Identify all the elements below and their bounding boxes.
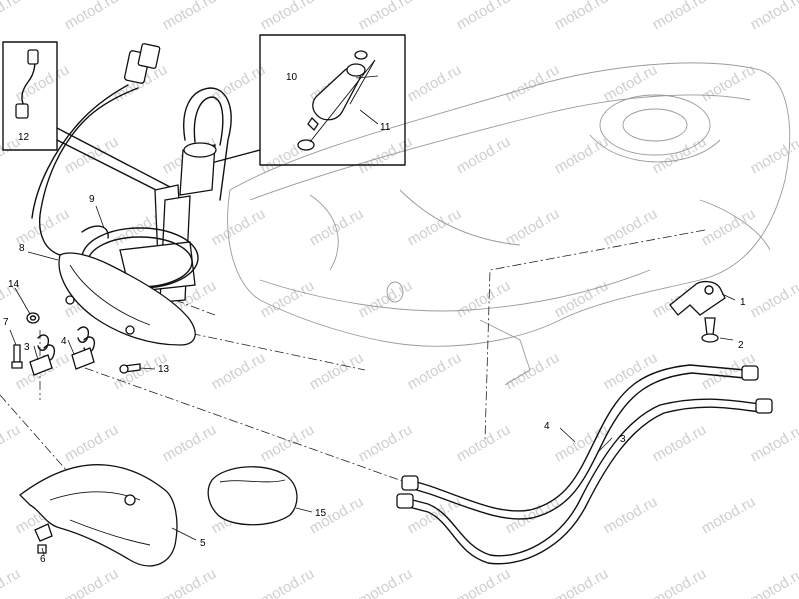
callout-1: 1 xyxy=(740,297,746,308)
watermark-text: motod.ru xyxy=(405,349,465,393)
watermark-text: motod.ru xyxy=(405,205,465,249)
watermark-text: motod.ru xyxy=(650,565,710,599)
watermark-text: motod.ru xyxy=(209,205,269,249)
hose-clamp-and-bolt xyxy=(669,280,726,343)
watermark-text: motod.ru xyxy=(356,565,416,599)
callout-6: 6 xyxy=(40,554,46,565)
guide-lines xyxy=(0,229,706,483)
watermark-text: motod.ru xyxy=(307,349,367,393)
callout-11: 11 xyxy=(380,122,391,133)
inset-leaders xyxy=(56,127,261,193)
callout-9: 9 xyxy=(89,194,95,205)
watermark-text: motod.ru xyxy=(62,421,122,465)
watermark-text: motod.ru xyxy=(258,277,318,321)
watermark-text: motod.ru xyxy=(748,421,799,465)
watermark-text: motod.ru xyxy=(454,133,514,177)
watermark-text: motod.ru xyxy=(356,277,416,321)
watermark-text: motod.ru xyxy=(601,205,661,249)
inset-box-filter xyxy=(259,34,406,166)
fuel-pump-assembly xyxy=(31,43,232,346)
watermark-text: motod.ru xyxy=(356,0,416,33)
fuel-tank-outline xyxy=(227,62,791,386)
watermark-text: motod.ru xyxy=(601,493,661,537)
watermark-text: motod.ru xyxy=(0,0,23,33)
watermark-text: motod.ru xyxy=(160,421,220,465)
watermark-text: motod.ru xyxy=(454,565,514,599)
watermark-text: motod.ru xyxy=(748,277,799,321)
callout-14: 14 xyxy=(8,279,20,290)
watermark-text: motod.ru xyxy=(503,349,563,393)
callout-4: 4 xyxy=(544,421,550,432)
watermark-text: motod.ru xyxy=(454,421,514,465)
callout-7: 7 xyxy=(3,317,9,328)
watermark-text: motod.ru xyxy=(552,133,612,177)
watermark-text: motod.ru xyxy=(258,565,318,599)
watermark-text: motod.ru xyxy=(454,0,514,33)
watermark-text: motod.ru xyxy=(356,133,416,177)
callout-15: 15 xyxy=(315,508,327,519)
watermark-text: motod.ru xyxy=(0,565,23,599)
rubber-pad xyxy=(207,466,298,526)
callout-2: 2 xyxy=(738,340,744,351)
watermark-text: motod.ru xyxy=(62,565,122,599)
watermark-text: motod.ru xyxy=(699,493,759,537)
callout-4b: 4 xyxy=(61,336,67,347)
callout-3b: 3 xyxy=(24,342,30,353)
watermark-text: motod.ru xyxy=(503,205,563,249)
watermark-text: motod.ru xyxy=(454,277,514,321)
callout-3: 3 xyxy=(620,434,626,445)
watermark-text: motod.ru xyxy=(503,61,563,105)
watermark-text: motod.ru xyxy=(258,0,318,33)
watermark-text: motod.ru xyxy=(405,61,465,105)
watermark-text: motod.ru xyxy=(748,0,799,33)
watermark-text: motod.ru xyxy=(748,565,799,599)
callout-labels: 1 2 3 4 5 6 7 8 9 10 11 12 13 14 15 3 4 xyxy=(3,72,746,565)
watermark-text: motod.ru xyxy=(552,0,612,33)
watermark-text: motod.ru xyxy=(258,421,318,465)
watermark-text: motod.ru xyxy=(650,421,710,465)
watermark-text: motod.ru xyxy=(62,133,122,177)
fuel-hoses xyxy=(396,364,773,565)
watermark-text: motod.ru xyxy=(62,0,122,33)
watermark-text: motod.ru xyxy=(0,421,23,465)
callout-13: 13 xyxy=(158,364,170,375)
watermark-text: motod.ru xyxy=(552,565,612,599)
wiring-connector xyxy=(2,41,58,151)
callout-12: 12 xyxy=(18,132,30,143)
watermark-text: motod.ru xyxy=(356,421,416,465)
watermark-text: motod.ru xyxy=(552,277,612,321)
callout-leaders xyxy=(9,75,736,556)
callout-5: 5 xyxy=(200,538,206,549)
fuel-filter-inset xyxy=(259,34,406,166)
inset-box-connector xyxy=(2,41,58,151)
watermark-text: motod.ru xyxy=(160,0,220,33)
watermark-text: motod.ru xyxy=(160,565,220,599)
watermark-text: motod.ru xyxy=(650,0,710,33)
watermark-text: motod.ru xyxy=(699,205,759,249)
small-fittings xyxy=(11,312,141,376)
callout-10: 10 xyxy=(286,72,298,83)
watermark-text: motod.ru xyxy=(209,349,269,393)
heat-shield xyxy=(19,464,178,567)
watermark-text: motod.ru xyxy=(748,133,799,177)
callout-8: 8 xyxy=(19,243,25,254)
